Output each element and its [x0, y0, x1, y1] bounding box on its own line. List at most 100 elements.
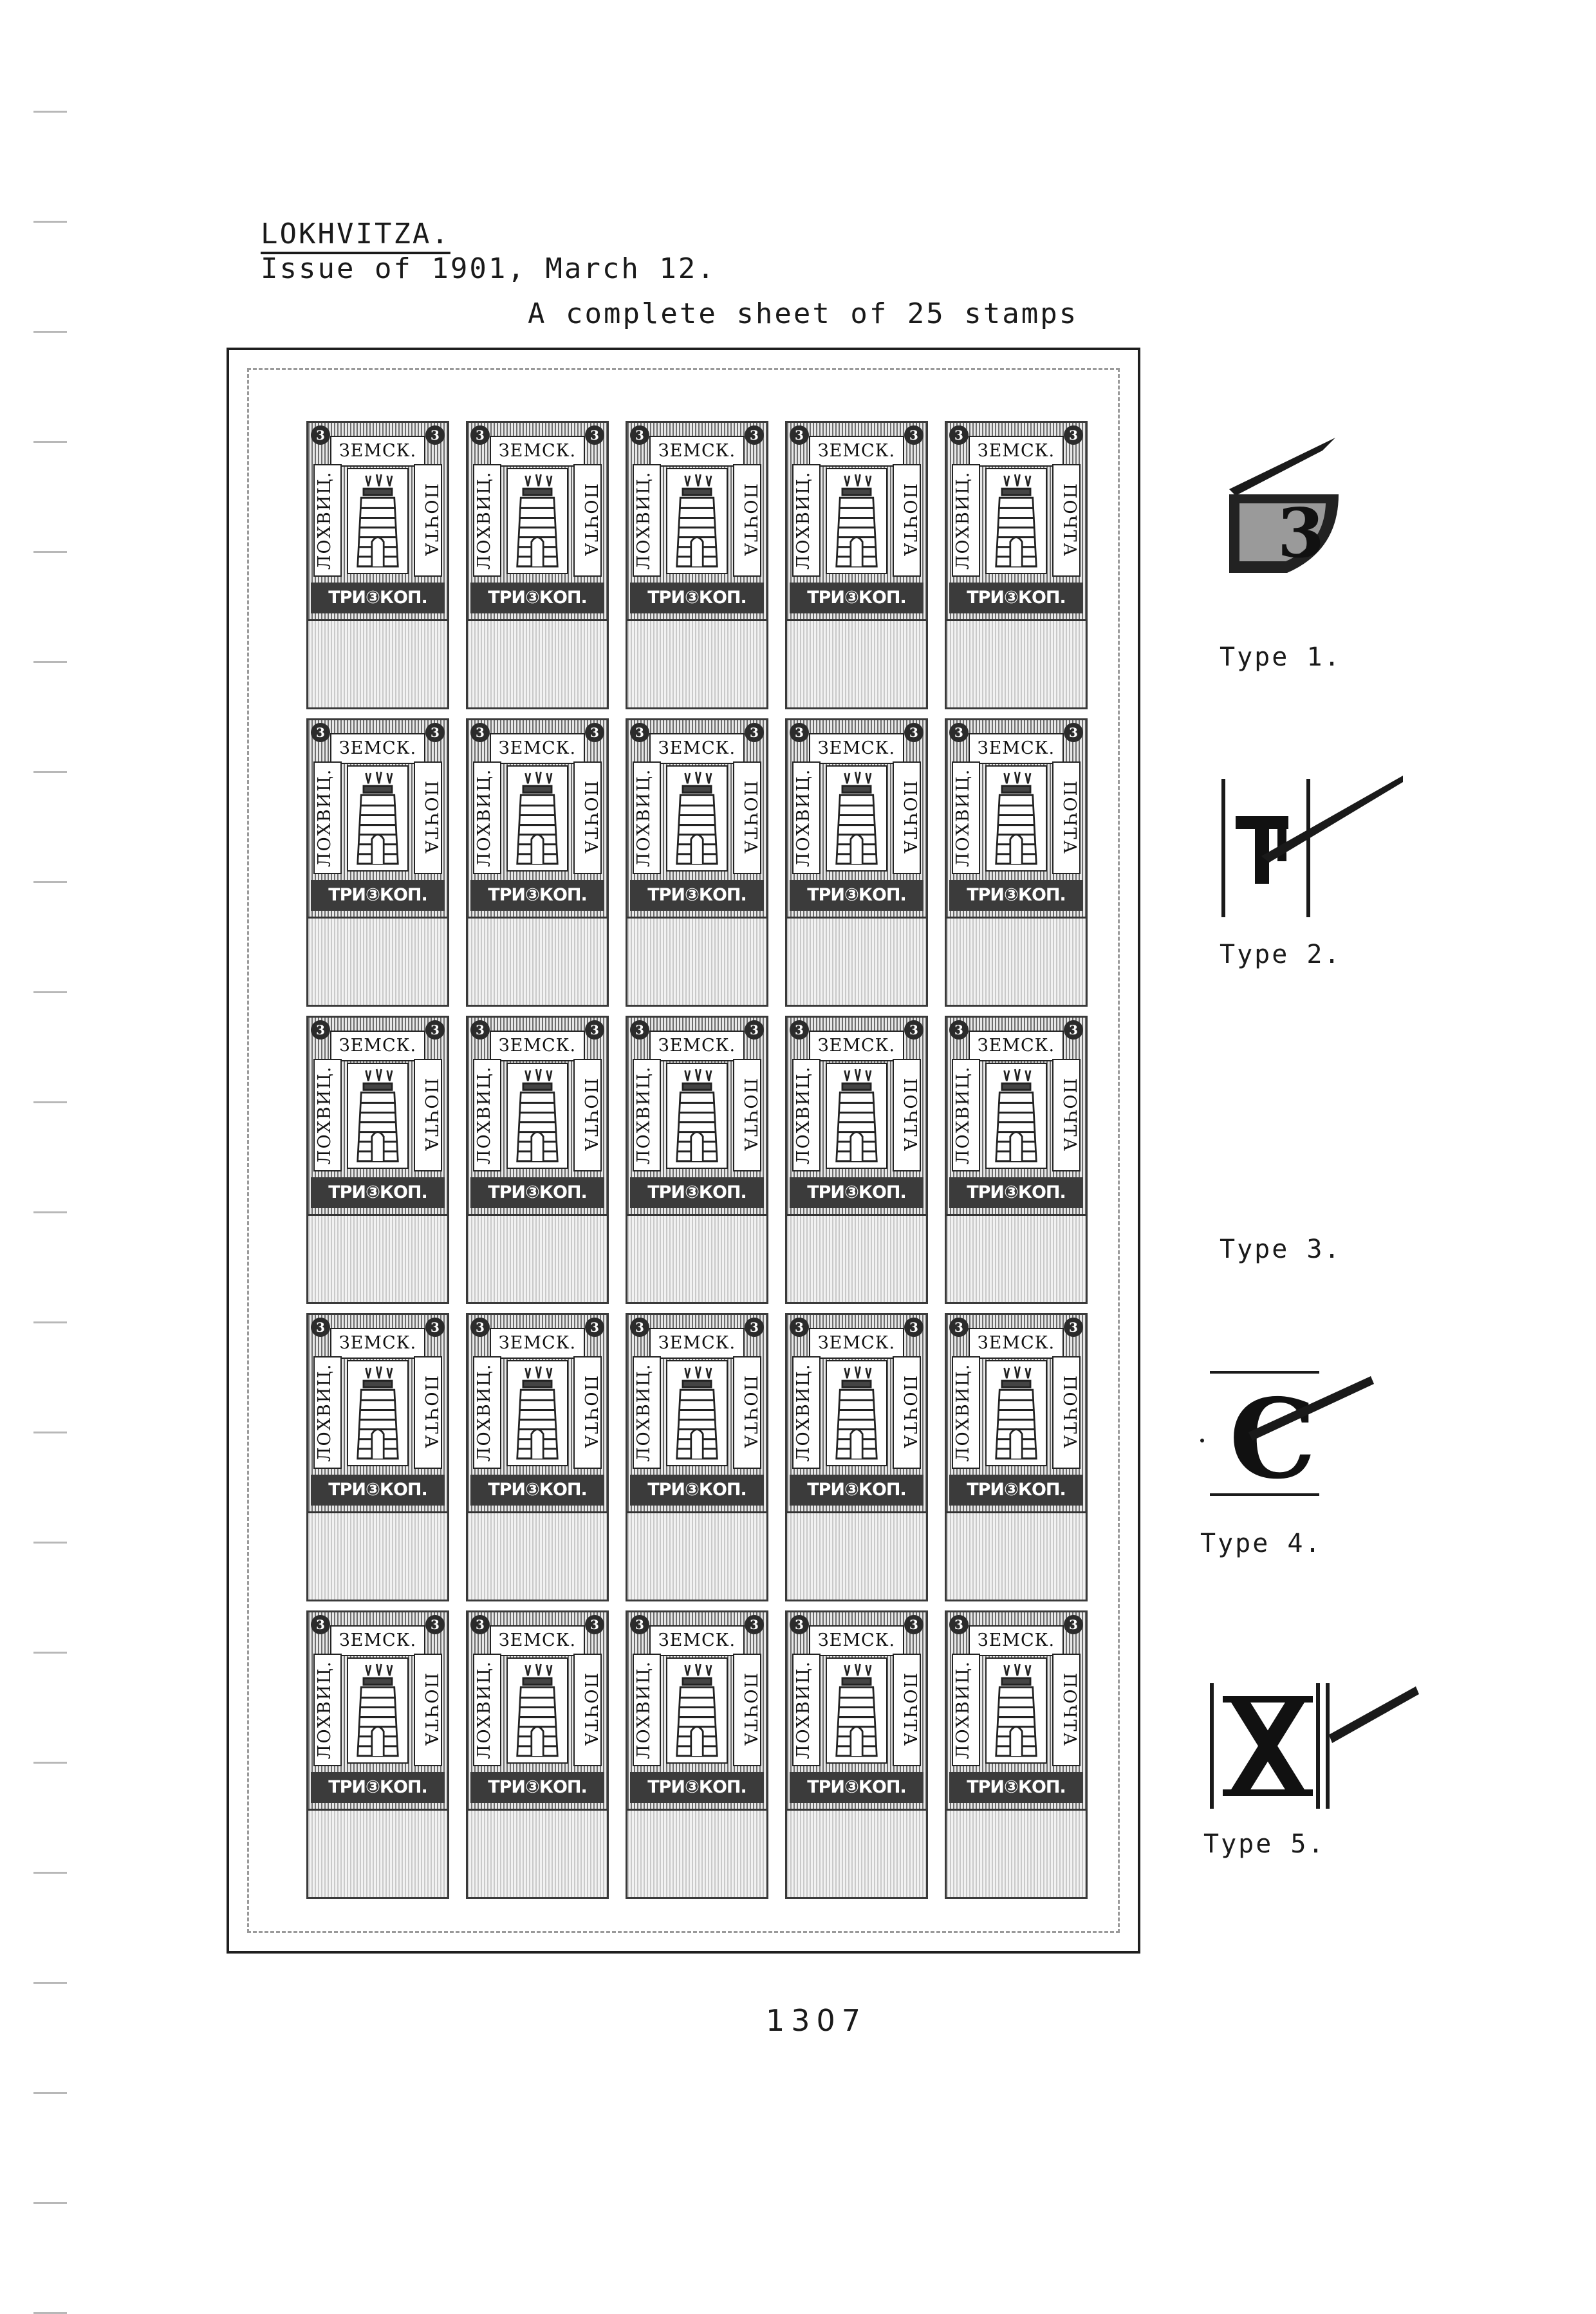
- stamp-top-text: ЗЕМСК.: [809, 436, 904, 467]
- margin-mark: [33, 551, 67, 553]
- type-4-glyph: C: [1229, 1375, 1316, 1504]
- stamp-right-text: ПОЧТА: [573, 761, 602, 874]
- margin-mark: [33, 1652, 67, 1654]
- type-1-figure: 3: [1210, 412, 1351, 579]
- stamp-value-text: ТРИ③КОП.: [470, 1475, 604, 1506]
- stamp-corner-numeral: 3: [585, 1020, 604, 1040]
- stamp-corner-numeral: 3: [790, 1318, 809, 1337]
- stamp-value-text: ТРИ③КОП.: [790, 880, 923, 911]
- stamp-top-text: ЗЕМСК.: [809, 1328, 904, 1359]
- stamp-left-text: ЛОХВИЦ.: [313, 761, 342, 874]
- stamp-left-text: ЛОХВИЦ.: [473, 1356, 501, 1469]
- stamp-top-text: ЗЕМСК.: [330, 1625, 425, 1656]
- stamp-right-text: ПОЧТА: [573, 1059, 602, 1171]
- stamp-top-text: ЗЕМСК.: [809, 1031, 904, 1061]
- stamp-top-text: ЗЕМСК.: [330, 733, 425, 764]
- stamp-top-text: ЗЕМСК.: [809, 733, 904, 764]
- stamp-value-text: ТРИ③КОП.: [949, 1475, 1083, 1506]
- stamp-value-text: ТРИ③КОП.: [470, 880, 604, 911]
- tower-emblem-icon: [506, 1657, 568, 1764]
- type-3-label: Type 3.: [1220, 1235, 1342, 1264]
- stamp-value-text: ТРИ③КОП.: [470, 1772, 604, 1803]
- stamp-right-text: ПОЧТА: [1052, 761, 1081, 874]
- margin-mark: [33, 221, 67, 223]
- stamp-corner-numeral: 3: [949, 723, 969, 742]
- stamp-corner-numeral: 3: [585, 1318, 604, 1337]
- stamp-value-text: ТРИ③КОП.: [790, 583, 923, 613]
- stamp-value-text: ТРИ③КОП.: [790, 1475, 923, 1506]
- margin-mark: [33, 1321, 67, 1323]
- margin-mark: [33, 1542, 67, 1544]
- stamp-corner-numeral: 3: [745, 1318, 764, 1337]
- stamp-top-text: ЗЕМСК.: [649, 436, 745, 467]
- stamp-left-text: ЛОХВИЦ.: [473, 464, 501, 577]
- tower-emblem-icon: [347, 468, 409, 574]
- stamp-left-text: ЛОХВИЦ.: [633, 1356, 661, 1469]
- tower-emblem-icon: [985, 765, 1047, 872]
- stamp-corner-numeral: 3: [311, 723, 330, 742]
- stamp-top-text: ЗЕМСК.: [490, 436, 585, 467]
- stamp-top-text: ЗЕМСК.: [649, 1031, 745, 1061]
- tower-emblem-icon: [347, 1063, 409, 1169]
- stamp-value-text: ТРИ③КОП.: [790, 1772, 923, 1803]
- margin-mark: [33, 771, 67, 773]
- stamp-corner-numeral: 3: [949, 1318, 969, 1337]
- tower-emblem-icon: [666, 1360, 728, 1466]
- tower-emblem-icon: [506, 1063, 568, 1169]
- tower-emblem-icon: [826, 468, 887, 574]
- stamp-top-text: ЗЕМСК.: [649, 1328, 745, 1359]
- sheet-caption: A complete sheet of 25 stamps: [528, 297, 1079, 330]
- stamp-left-text: ЛОХВИЦ.: [473, 1059, 501, 1171]
- stamp-right-text: ПОЧТА: [893, 761, 921, 874]
- stamp-top-text: ЗЕМСК.: [490, 1625, 585, 1656]
- stamp-corner-numeral: 3: [630, 723, 649, 742]
- stamp-left-text: ЛОХВИЦ.: [313, 1356, 342, 1469]
- stamp-corner-numeral: 3: [585, 723, 604, 742]
- stamp-right-text: ПОЧТА: [1052, 1356, 1081, 1469]
- stamp-corner-numeral: 3: [904, 723, 923, 742]
- stamp-value-text: ТРИ③КОП.: [630, 1772, 764, 1803]
- stamp-corner-numeral: 3: [745, 425, 764, 445]
- margin-mark: [33, 1762, 67, 1764]
- stamp-top-text: ЗЕМСК.: [649, 733, 745, 764]
- tower-emblem-icon: [985, 1360, 1047, 1466]
- stamp-right-text: ПОЧТА: [733, 1059, 761, 1171]
- stamp-corner-numeral: 3: [630, 425, 649, 445]
- stamp-corner-numeral: 3: [745, 1615, 764, 1634]
- margin-mark: [33, 1101, 67, 1103]
- stamp-right-text: ПОЧТА: [414, 1059, 442, 1171]
- stamp-corner-numeral: 3: [311, 1318, 330, 1337]
- stamp-corner-numeral: 3: [470, 1318, 490, 1337]
- stamp-top-text: ЗЕМСК.: [330, 1328, 425, 1359]
- stamp-value-text: ТРИ③КОП.: [949, 583, 1083, 613]
- margin-mark: [33, 441, 67, 443]
- tower-emblem-icon: [347, 765, 409, 872]
- stamp-corner-numeral: 3: [949, 1615, 969, 1634]
- stamp-left-text: ЛОХВИЦ.: [792, 761, 821, 874]
- stamp-corner-numeral: 3: [311, 1615, 330, 1634]
- stamp-left-text: ЛОХВИЦ.: [313, 464, 342, 577]
- stamp-corner-numeral: 3: [1064, 1020, 1083, 1040]
- stamp-left-text: ЛОХВИЦ.: [313, 1059, 342, 1171]
- stamp-top-text: ЗЕМСК.: [490, 1328, 585, 1359]
- tower-emblem-icon: [985, 1063, 1047, 1169]
- stamp-left-text: ЛОХВИЦ.: [952, 1059, 980, 1171]
- stamp-top-text: ЗЕМСК.: [809, 1625, 904, 1656]
- stamp-sheet-perforation-border: [247, 368, 1120, 1933]
- stamp-corner-numeral: 3: [1064, 1318, 1083, 1337]
- stamp-value-text: ТРИ③КОП.: [630, 1177, 764, 1208]
- type-4-label: Type 4.: [1200, 1529, 1322, 1558]
